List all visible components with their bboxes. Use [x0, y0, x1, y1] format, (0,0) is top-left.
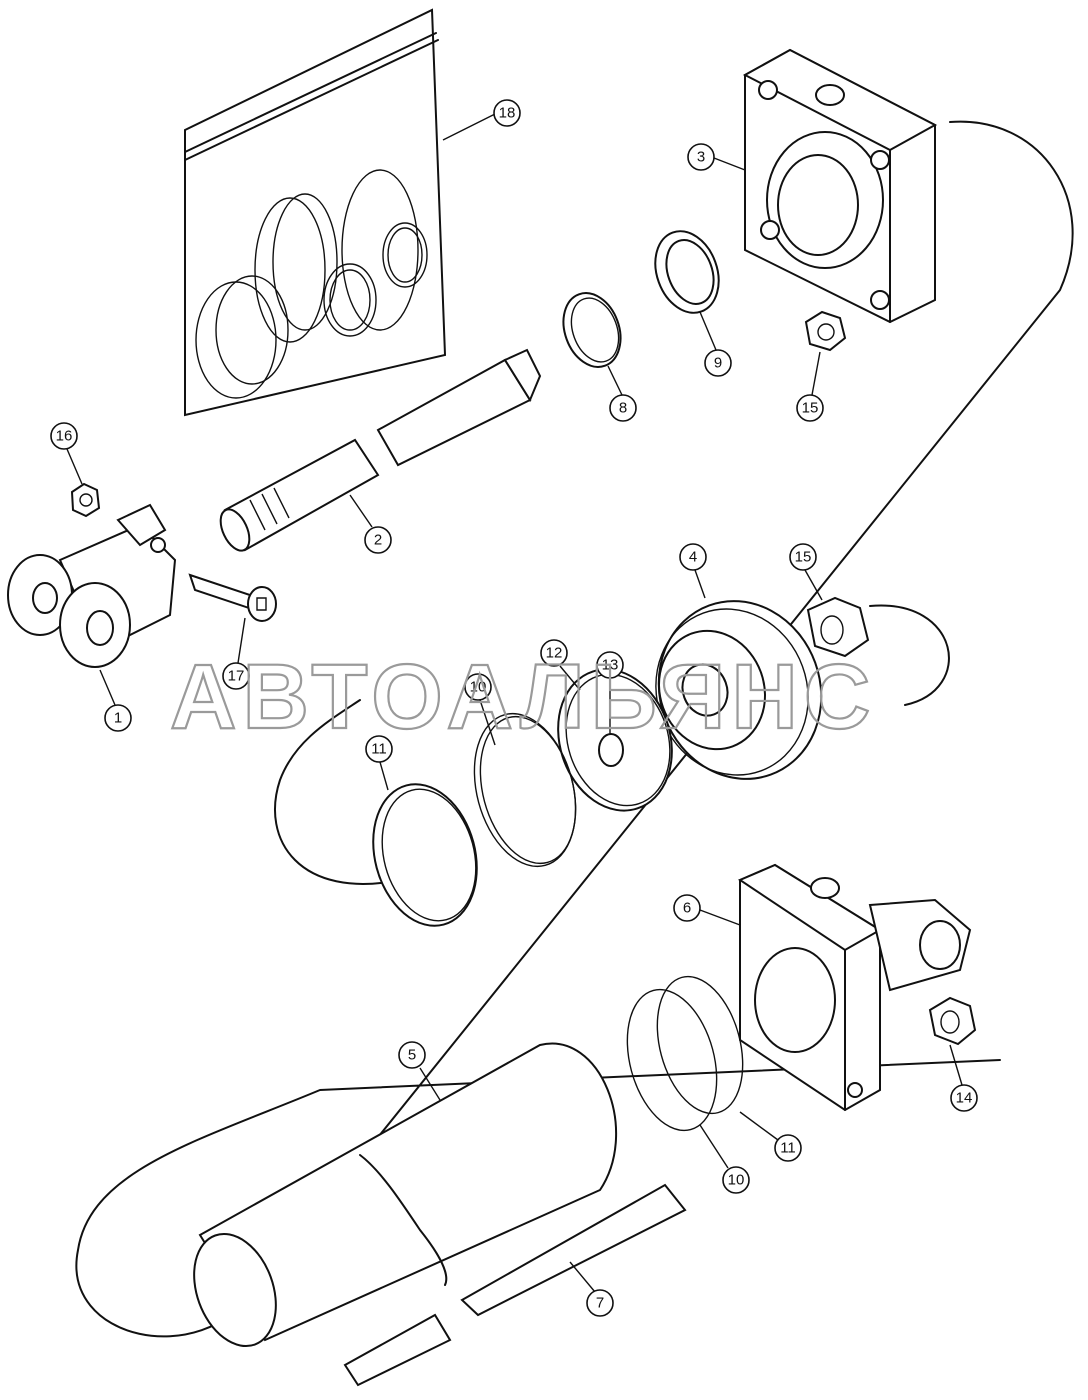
- callout-18-label: 18: [499, 105, 516, 122]
- callout-15-lower: 14: [949, 1044, 978, 1112]
- callout-6-label: 6: [683, 900, 691, 917]
- tie-rod: [343, 1183, 687, 1387]
- callout-4-label: 4: [689, 549, 697, 566]
- callout-12: 12: [540, 639, 581, 691]
- callout-11-lower-label: 11: [780, 1140, 796, 1157]
- callout-14: 15: [789, 543, 823, 601]
- callout-11-upper: 11: [365, 735, 393, 791]
- callout-17: 17: [222, 617, 250, 690]
- callout-8-label: 8: [619, 400, 627, 417]
- ring-11-lower: [656, 975, 744, 1115]
- ring-10-upper: [473, 712, 577, 868]
- wiper-8: [562, 292, 622, 368]
- base-end-cap: [737, 863, 972, 1112]
- callout-18: 18: [442, 99, 521, 141]
- callout-9: 9: [699, 311, 732, 377]
- bolt-17: [188, 573, 277, 622]
- callout-14-label: 15: [795, 549, 812, 566]
- callout-3: 3: [687, 143, 746, 171]
- seal-kit-bag: [184, 8, 447, 417]
- callout-9-label: 9: [714, 355, 722, 372]
- callout-5-label: 5: [408, 1047, 416, 1064]
- piston: [655, 600, 823, 780]
- nut-14: [806, 596, 870, 658]
- callout-6: 6: [673, 894, 741, 926]
- washer-13: [598, 733, 624, 767]
- nut-15-lower: [928, 996, 977, 1046]
- nut-16: [70, 482, 101, 518]
- watermark: АВТОАЛЬЯНС: [170, 646, 876, 748]
- callout-8: 8: [607, 365, 637, 422]
- callout-2-label: 2: [374, 532, 382, 549]
- callout-2: 2: [349, 494, 392, 554]
- callout-10-lower: 10: [699, 1124, 750, 1194]
- nut-15-upper: [804, 310, 847, 352]
- callout-12-label: 12: [546, 645, 563, 662]
- callout-15-upper-label: 15: [802, 400, 819, 417]
- callout-13-label: 13: [602, 657, 619, 674]
- cylinder-barrel: [193, 1042, 617, 1348]
- callout-11-lower: 11: [739, 1111, 802, 1162]
- callout-11-upper-label: 11: [371, 741, 387, 758]
- head-gland: [742, 48, 938, 324]
- callout-10-lower-label: 10: [728, 1172, 745, 1189]
- callout-7-label: 7: [596, 1295, 604, 1312]
- callout-1: 1: [99, 669, 132, 732]
- callout-1-label: 1: [114, 710, 122, 727]
- rod-clevis: [7, 503, 177, 668]
- callout-15-lower-label: 14: [956, 1090, 973, 1107]
- callout-16: 16: [50, 422, 83, 485]
- callout-4: 4: [679, 543, 707, 599]
- callout-10-upper: 10: [464, 673, 496, 746]
- piston-rod: [219, 348, 542, 552]
- callout-3-label: 3: [697, 149, 705, 166]
- ring-10-lower: [626, 988, 718, 1132]
- seal-9: [654, 230, 720, 314]
- callout-15-upper: 15: [796, 351, 824, 422]
- callout-17-label: 17: [228, 668, 245, 685]
- callout-10-upper-label: 10: [470, 679, 487, 696]
- callout-13: 13: [596, 651, 624, 735]
- callout-16-label: 16: [56, 428, 73, 445]
- ring-11-upper: [372, 783, 478, 927]
- callout-5: 5: [398, 1041, 441, 1101]
- callout-7: 7: [569, 1261, 614, 1317]
- grouping-lines: [75, 120, 1074, 1338]
